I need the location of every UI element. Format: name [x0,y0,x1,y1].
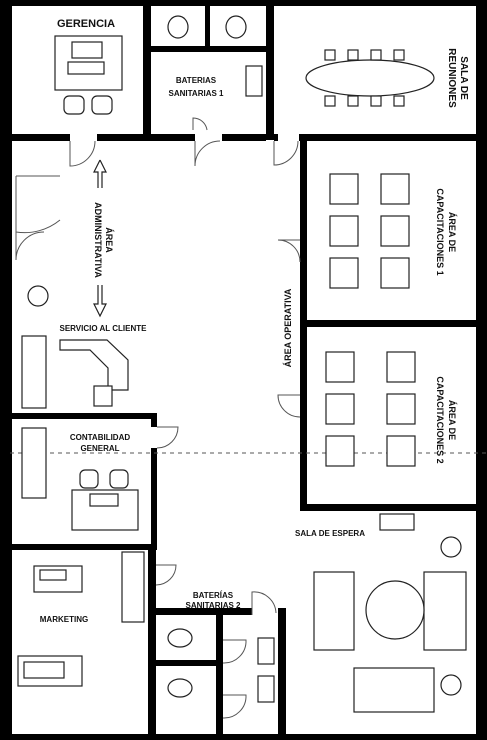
label-baterias-2-line2: SANITARIAS 2 [186,601,242,610]
label-area-operativa: ÁREA OPERATIVA [283,288,293,367]
label-capacitaciones-2-line2: CAPACITACIONES 2 [435,376,445,463]
label-baterias-1-line1: BATERIAS [176,76,217,85]
label-servicio-cliente: SERVICIO AL CLIENTE [60,324,148,333]
furniture [17,15,467,713]
label-area-administrativa-line1: ÁREA [104,227,114,253]
label-capacitaciones-2-line1: ÁREA DE [447,400,457,440]
label-area-administrativa-line2: ADMINISTRATIVA [93,202,103,278]
label-sala-reuniones-line1: SALA DE [458,56,469,100]
label-sala-reuniones-line2: REUNIONES [446,48,457,108]
label-baterias-1-line2: SANITARIAS 1 [169,89,225,98]
label-sala-espera: SALA DE ESPERA [295,529,365,538]
label-contabilidad-line1: CONTABILIDAD [70,433,131,442]
label-contabilidad-line2: GENERAL [80,444,119,453]
doors [10,117,487,719]
label-capacitaciones-1-line2: CAPACITACIONES 1 [435,188,445,275]
label-gerencia: GERENCIA [57,18,115,30]
label-capacitaciones-1-line1: ÁREA DE [447,212,457,252]
label-marketing: MARKETING [40,615,88,624]
label-baterias-2-line1: BATERÍAS [193,591,234,600]
